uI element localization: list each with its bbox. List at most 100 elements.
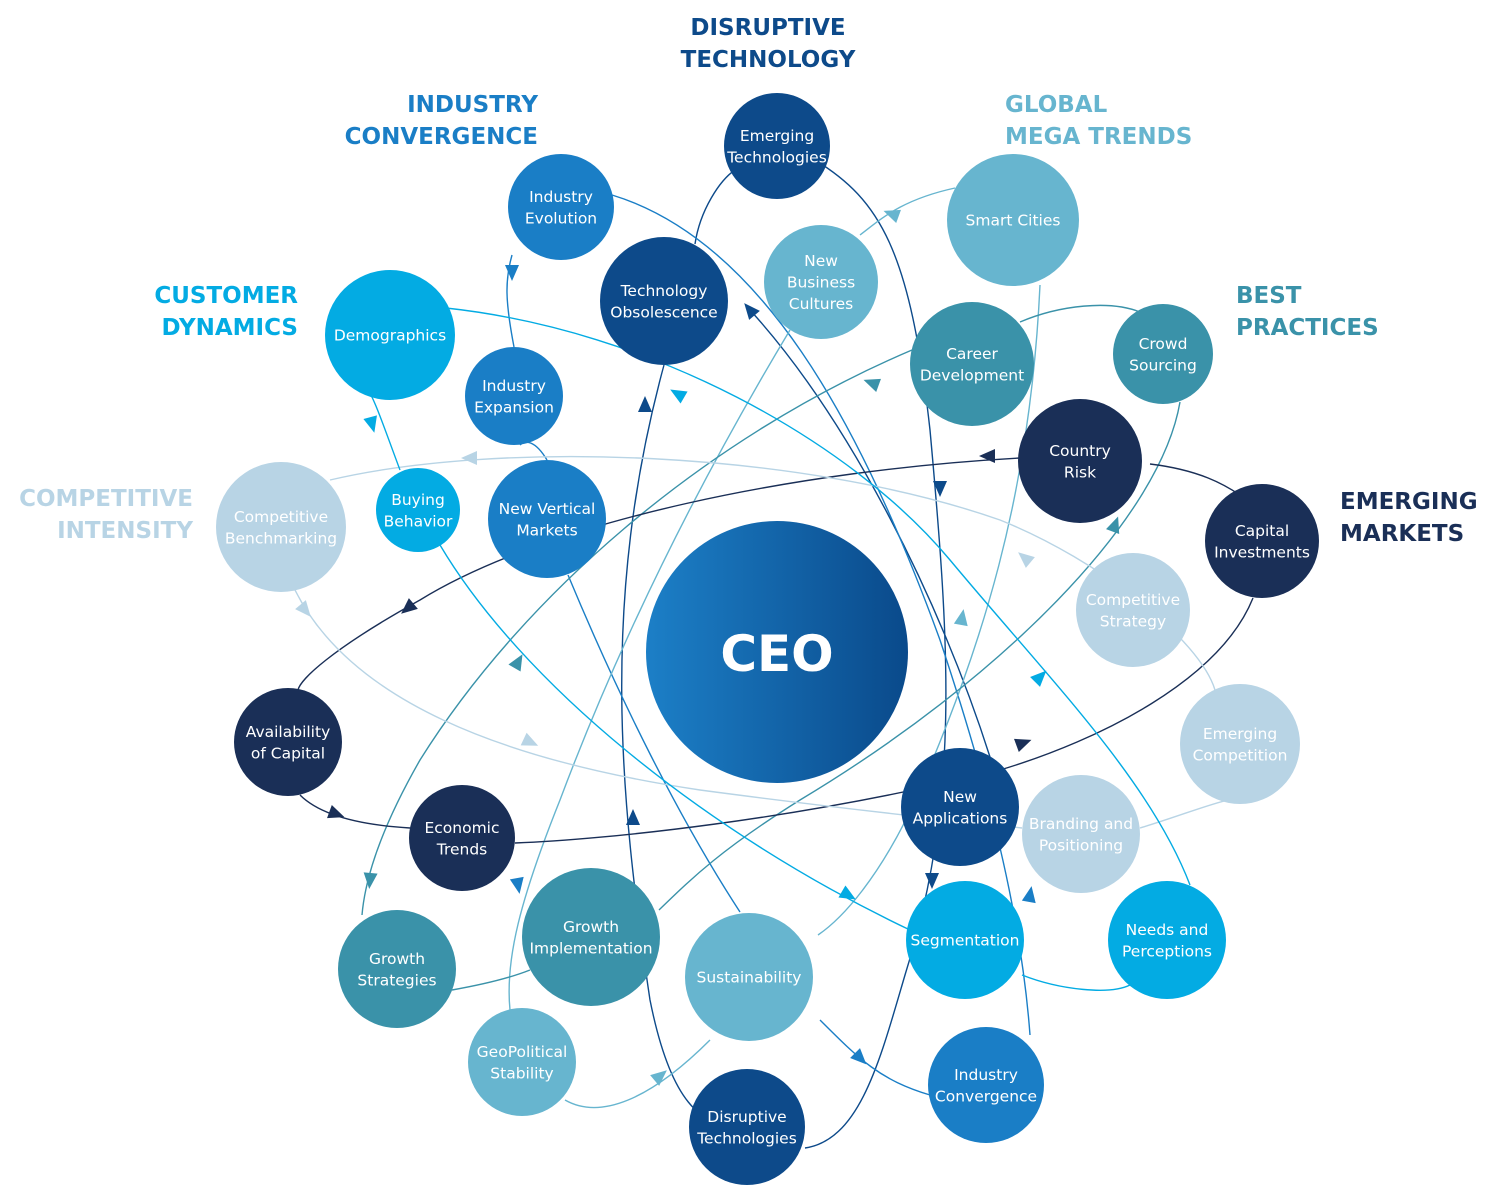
node-label: Career bbox=[946, 345, 998, 363]
node-circle bbox=[1018, 399, 1142, 523]
node-label: Technologies bbox=[696, 1129, 797, 1147]
node-label: Technologies bbox=[726, 148, 827, 166]
node-circle bbox=[1076, 553, 1190, 667]
node-circle bbox=[488, 460, 606, 578]
orbit-line bbox=[299, 794, 411, 829]
arrow-icon bbox=[670, 389, 688, 404]
group-label-global-mega-trends: MEGA TRENDS bbox=[1005, 124, 1192, 150]
orbit-line bbox=[361, 349, 913, 916]
orbit-line bbox=[451, 969, 531, 991]
node-label: Sourcing bbox=[1129, 356, 1197, 374]
node-circle bbox=[901, 748, 1019, 866]
orbit-line bbox=[694, 169, 736, 245]
node-circle bbox=[1022, 775, 1140, 893]
node-demographics: Demographics bbox=[325, 270, 455, 400]
node-label: Buying bbox=[391, 491, 445, 509]
node-label: New bbox=[804, 252, 838, 270]
orbit-line bbox=[506, 254, 515, 348]
node-label: Perceptions bbox=[1122, 942, 1212, 960]
arrow-icon bbox=[1014, 738, 1032, 752]
arrow-icon bbox=[1018, 552, 1035, 568]
arrow-icon bbox=[327, 805, 345, 819]
arrow-icon bbox=[838, 885, 856, 900]
node-label: Implementation bbox=[529, 939, 652, 957]
arrow-icon bbox=[850, 1048, 867, 1065]
arrow-icon bbox=[505, 265, 519, 281]
node-label: Competitive bbox=[1086, 591, 1180, 609]
node-circle bbox=[325, 270, 455, 400]
node-circle bbox=[947, 154, 1079, 286]
node-label: Growth bbox=[563, 918, 619, 936]
orbit-arrows bbox=[295, 209, 1120, 1086]
arrow-icon bbox=[1030, 670, 1047, 687]
group-label-customer-dynamics: CUSTOMER bbox=[154, 283, 298, 309]
node-label: Investments bbox=[1214, 543, 1310, 561]
node-circle bbox=[465, 347, 563, 445]
node-circle bbox=[216, 462, 346, 592]
node-label: Segmentation bbox=[911, 932, 1020, 950]
node-label: of Capital bbox=[251, 744, 325, 762]
orbit-line bbox=[611, 194, 1031, 1036]
orbit-line bbox=[1019, 304, 1141, 323]
node-label: Needs and bbox=[1126, 921, 1209, 939]
node-label: Availability bbox=[246, 723, 331, 741]
orbit-line bbox=[567, 574, 741, 913]
node-circle bbox=[1113, 304, 1213, 404]
node-label: Business bbox=[787, 274, 855, 292]
orbit-line bbox=[749, 309, 991, 758]
group-label-industry-convergence: INDUSTRY bbox=[407, 92, 538, 118]
node-label: Emerging bbox=[1203, 725, 1277, 743]
arrow-icon bbox=[461, 451, 477, 465]
arrow-icon bbox=[509, 876, 524, 894]
node-label: Sustainability bbox=[697, 969, 802, 987]
arrow-icon bbox=[953, 609, 968, 627]
arrow-icon bbox=[744, 303, 760, 320]
node-label: Industry bbox=[954, 1066, 1018, 1084]
node-label: Cultures bbox=[789, 295, 854, 313]
group-labels: DISRUPTIVETECHNOLOGYINDUSTRYCONVERGENCEG… bbox=[19, 15, 1478, 547]
ceo-hub: CEO bbox=[646, 521, 908, 783]
node-circle bbox=[508, 154, 614, 260]
node-label: Markets bbox=[516, 521, 577, 539]
orbit-line bbox=[508, 329, 791, 1011]
orbit-line bbox=[859, 187, 956, 236]
node-label: Country bbox=[1049, 442, 1111, 460]
node-circle bbox=[409, 785, 515, 891]
arrow-icon bbox=[1106, 516, 1120, 534]
group-label-global-mega-trends: GLOBAL bbox=[1005, 92, 1108, 118]
group-label-customer-dynamics: DYNAMICS bbox=[162, 315, 298, 341]
node-label: Industry bbox=[529, 188, 593, 206]
node-label: Convergence bbox=[935, 1087, 1037, 1105]
node-label: Economic bbox=[424, 819, 499, 837]
node-label: Evolution bbox=[525, 209, 597, 227]
node-circle bbox=[689, 1069, 805, 1185]
node-label: Growth bbox=[369, 950, 425, 968]
node-circle bbox=[468, 1008, 576, 1116]
node-label: Trends bbox=[436, 840, 488, 858]
arrow-icon bbox=[650, 1070, 667, 1086]
node-label: Obsolescence bbox=[610, 303, 717, 321]
node-circle bbox=[906, 881, 1024, 999]
node-label: Demographics bbox=[334, 327, 446, 345]
arrow-icon bbox=[979, 449, 995, 463]
node-circle bbox=[1205, 484, 1319, 598]
node-circle bbox=[764, 225, 878, 339]
node-label: GeoPolitical bbox=[477, 1043, 568, 1061]
node-label: Technology bbox=[620, 282, 708, 300]
node-label: Expansion bbox=[474, 398, 554, 416]
node-label: Branding and bbox=[1029, 815, 1133, 833]
node-label: Competitive bbox=[234, 508, 328, 526]
